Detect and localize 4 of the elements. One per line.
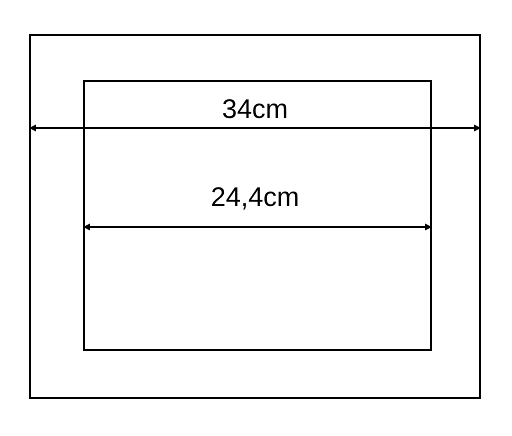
rectangle-frame <box>83 80 432 351</box>
rectangle-frame <box>29 34 481 399</box>
dimension-label: 24,4cm <box>210 184 300 211</box>
dimension-label: 34cm <box>222 96 288 123</box>
